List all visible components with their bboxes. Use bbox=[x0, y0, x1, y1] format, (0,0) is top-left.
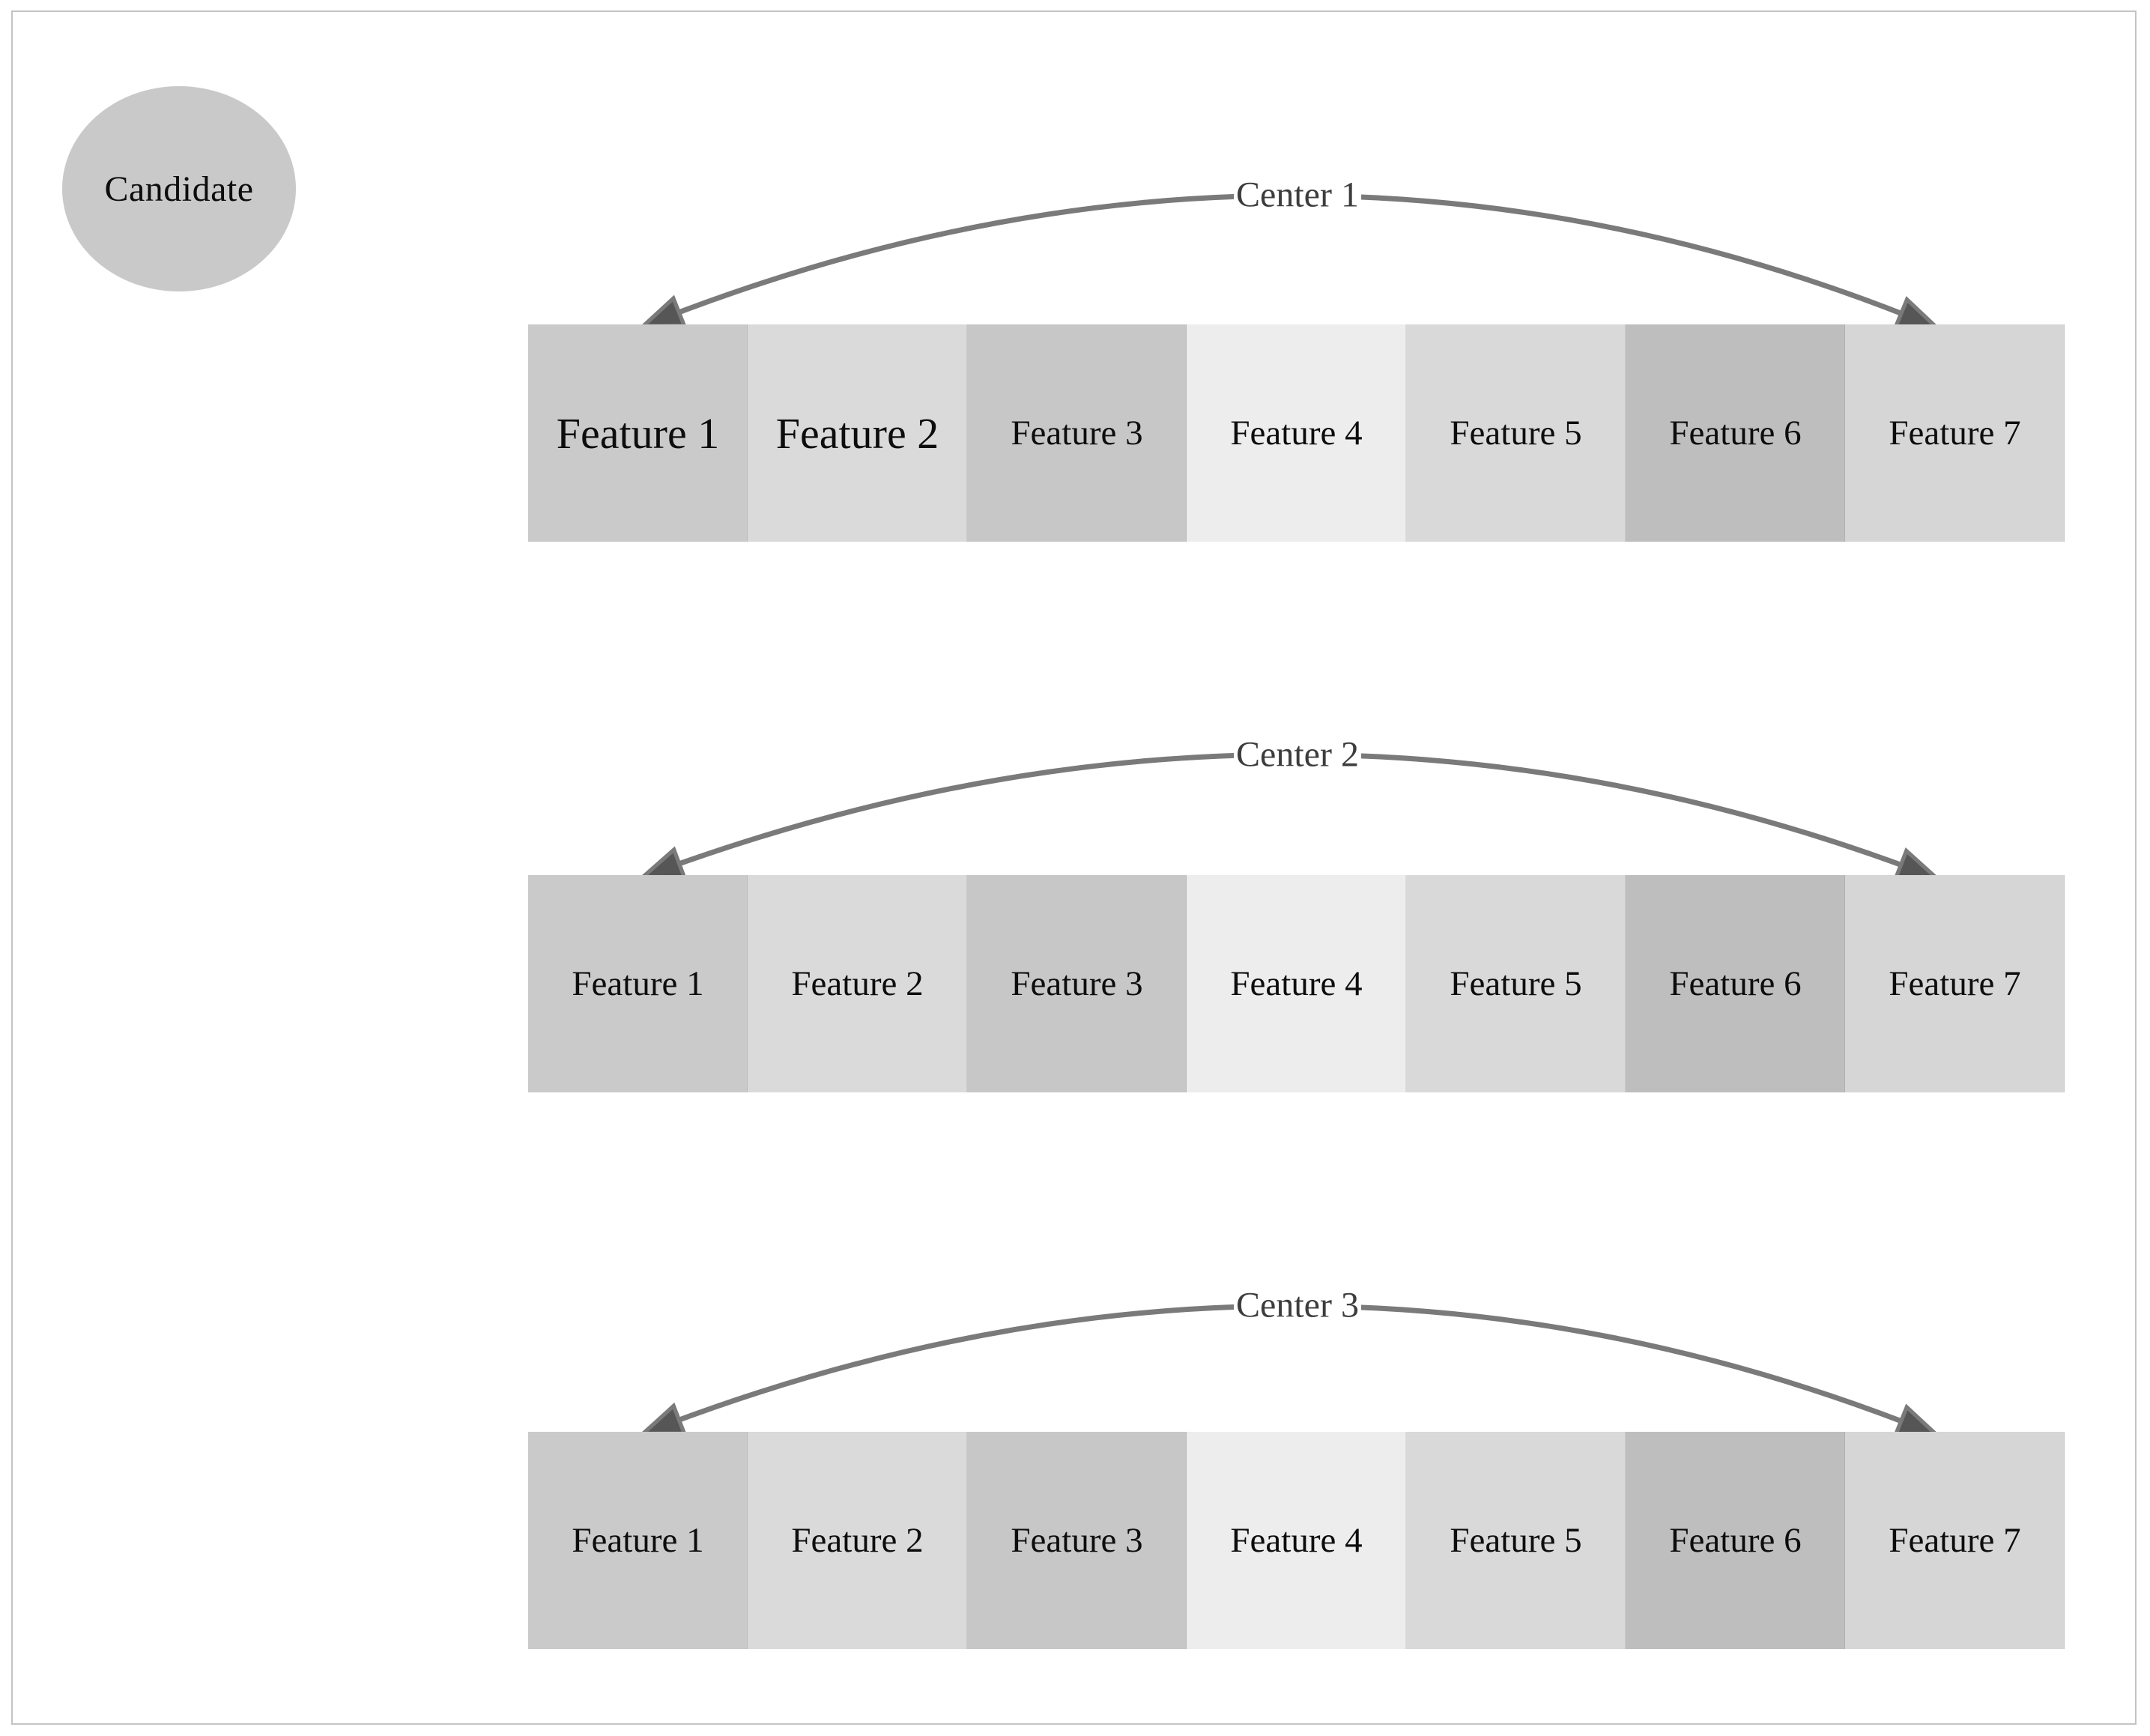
feature-cell: Feature 6 bbox=[1626, 1432, 1845, 1649]
feature-cell: Feature 2 bbox=[748, 324, 967, 542]
feature-cell: Feature 7 bbox=[1845, 875, 2065, 1092]
feature-cell: Feature 1 bbox=[528, 324, 748, 542]
candidate-ellipse: Candidate bbox=[62, 86, 296, 291]
feature-cell: Feature 6 bbox=[1626, 875, 1845, 1092]
feature-cell: Feature 3 bbox=[967, 875, 1187, 1092]
center-2-label: Center 2 bbox=[1234, 734, 1361, 775]
feature-cell: Feature 3 bbox=[967, 1432, 1187, 1649]
page-border bbox=[11, 10, 2137, 1725]
center-2-feature-row: Feature 1 Feature 2 Feature 3 Feature 4 … bbox=[528, 875, 2065, 1092]
feature-cell: Feature 2 bbox=[748, 1432, 967, 1649]
feature-cell: Feature 6 bbox=[1626, 324, 1845, 542]
feature-cell: Feature 5 bbox=[1406, 1432, 1626, 1649]
center-1-feature-row: Feature 1 Feature 2 Feature 3 Feature 4 … bbox=[528, 324, 2065, 542]
center-3-feature-row: Feature 1 Feature 2 Feature 3 Feature 4 … bbox=[528, 1432, 2065, 1649]
feature-cell: Feature 1 bbox=[528, 875, 748, 1092]
feature-cell: Feature 4 bbox=[1187, 1432, 1406, 1649]
feature-cell: Feature 1 bbox=[528, 1432, 748, 1649]
feature-cell: Feature 5 bbox=[1406, 875, 1626, 1092]
feature-cell: Feature 7 bbox=[1845, 324, 2065, 542]
feature-cell: Feature 2 bbox=[748, 875, 967, 1092]
feature-cell: Feature 5 bbox=[1406, 324, 1626, 542]
feature-cell: Feature 3 bbox=[967, 324, 1187, 542]
center-3-label: Center 3 bbox=[1234, 1284, 1361, 1326]
feature-cell: Feature 4 bbox=[1187, 324, 1406, 542]
feature-cell: Feature 7 bbox=[1845, 1432, 2065, 1649]
center-1-label: Center 1 bbox=[1234, 174, 1361, 216]
feature-cell: Feature 4 bbox=[1187, 875, 1406, 1092]
candidate-label: Candidate bbox=[104, 169, 254, 209]
